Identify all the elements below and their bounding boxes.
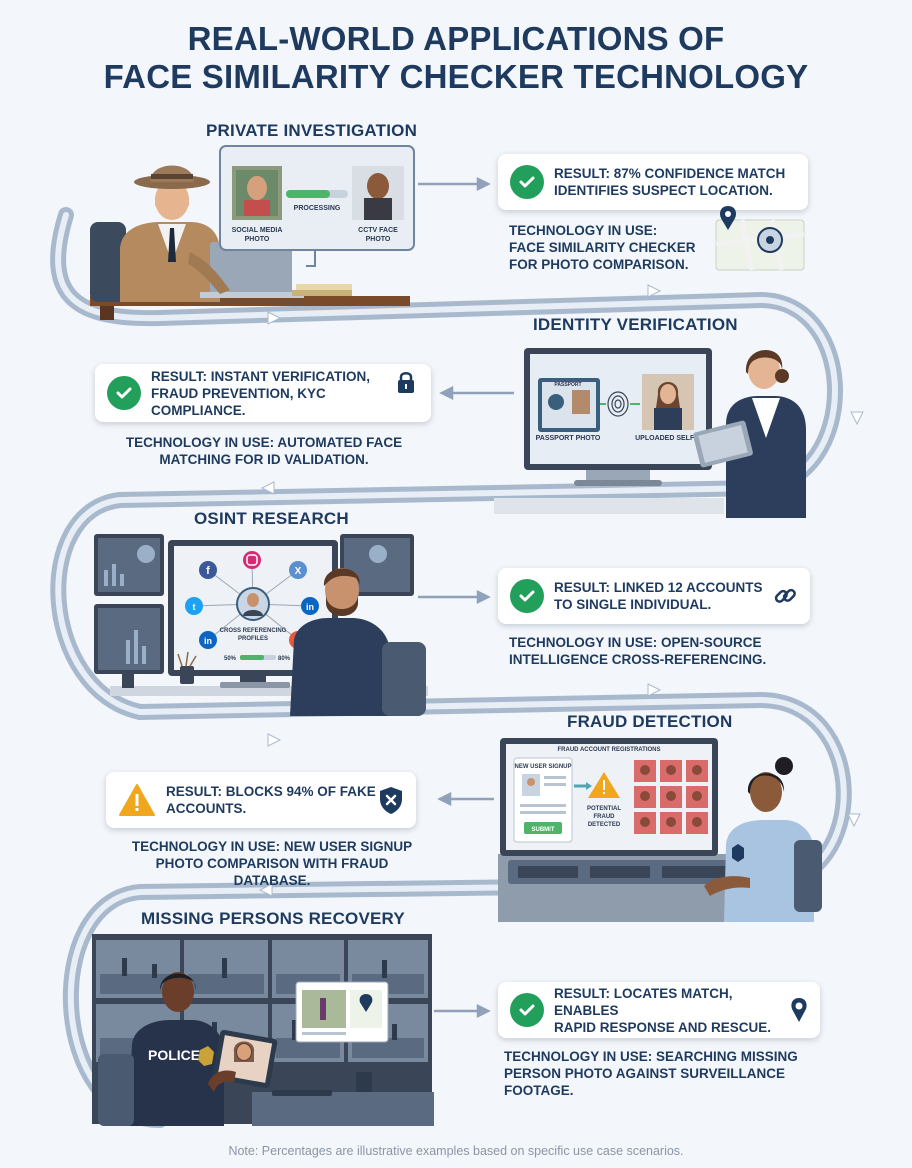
page-title: REAL-WORLD APPLICATIONS OF FACE SIMILARI…	[0, 20, 912, 96]
result-text: RESULT: LOCATES MATCH, ENABLES RAPID RES…	[554, 985, 790, 1036]
section-heading-missing-persons: MISSING PERSONS RECOVERY	[141, 909, 405, 928]
section-heading-fraud-detection: FRAUD DETECTION	[567, 712, 733, 731]
result-card-private-investigation: RESULT: 87% CONFIDENCE MATCH IDENTIFIES …	[498, 154, 808, 210]
tech-line: TECHNOLOGY IN USE: SEARCHING MISSING	[504, 1049, 798, 1064]
tech-line: TECHNOLOGY IN USE: AUTOMATED FACE	[125, 435, 403, 450]
private-investigation-scene: PROCESSING SOCIAL MEDIA PHOTO CCTV FACE …	[90, 145, 415, 320]
tech-line: PHOTO COMPARISON WITH FRAUD DATABASE.	[155, 856, 389, 888]
tech-line: PERSON PHOTO AGAINST SURVEILLANCE	[504, 1066, 786, 1081]
result-text: RESULT: INSTANT VERIFICATION, FRAUD PREV…	[151, 368, 419, 419]
path-arrow	[647, 284, 662, 298]
path-arrow	[647, 683, 662, 697]
check-icon	[510, 993, 544, 1027]
result-line: RESULT: LOCATES MATCH, ENABLES	[554, 985, 733, 1018]
section-heading-osint-research: OSINT RESEARCH	[194, 509, 349, 528]
tech-line: TECHNOLOGY IN USE: NEW USER SIGNUP	[131, 839, 413, 854]
result-text: RESULT: 87% CONFIDENCE MATCH IDENTIFIES …	[554, 165, 796, 199]
link-icon	[774, 588, 796, 603]
fraud-alert-line-1: POTENTIAL	[587, 806, 621, 812]
warning-icon	[118, 783, 156, 817]
processing-caption: PROCESSING	[294, 205, 341, 212]
social-media-caption-2: PHOTO	[245, 236, 270, 243]
submit-button-label: SUBMIT	[532, 827, 555, 833]
result-card-identity-verification: RESULT: INSTANT VERIFICATION, FRAUD PREV…	[95, 364, 431, 422]
tech-text-osint-research: TECHNOLOGY IN USE: OPEN-SOURCE INTELLIGE…	[509, 634, 766, 668]
result-line: RESULT: BLOCKS 94% OF FAKE	[166, 784, 376, 799]
social-media-caption-1: SOCIAL MEDIA	[232, 227, 283, 234]
osint-research-scene: f X t in in CROSS REFERENCING PROFILES 5…	[94, 534, 428, 716]
shield-x-icon	[380, 787, 402, 814]
result-card-fraud-detection: RESULT: BLOCKS 94% OF FAKE ACCOUNTS.	[106, 772, 416, 828]
svg-text:X: X	[295, 566, 302, 577]
progress-left-label: 50%	[224, 656, 237, 662]
tech-line: FOR PHOTO COMPARISON.	[509, 257, 689, 272]
identity-verification-scene: PASSPORT PASSPORT PHOTO UPLOADED SELFIE	[494, 348, 806, 518]
fraud-detection-scene: FRAUD ACCOUNT REGISTRATIONS NEW USER SIG…	[498, 738, 822, 922]
tech-line: FACE SIMILARITY CHECKER	[509, 240, 696, 255]
passport-photo-caption: PASSPORT PHOTO	[536, 435, 601, 442]
tech-line: TECHNOLOGY IN USE: OPEN-SOURCE	[509, 635, 762, 650]
tech-line: MATCHING FOR ID VALIDATION.	[159, 452, 369, 467]
svg-text:f: f	[206, 565, 210, 577]
fraud-screen-header: FRAUD ACCOUNT REGISTRATIONS	[558, 747, 661, 753]
result-text: RESULT: BLOCKS 94% OF FAKE ACCOUNTS.	[166, 783, 378, 817]
path-arrow	[847, 813, 861, 828]
path-arrow	[260, 481, 275, 495]
result-line: IDENTIFIES SUSPECT LOCATION.	[554, 183, 773, 198]
fraud-alert-line-3: DETECTED	[588, 822, 621, 828]
title-line-1: REAL-WORLD APPLICATIONS OF	[187, 20, 725, 57]
footnote: Note: Percentages are illustrative examp…	[228, 1144, 684, 1158]
check-icon	[107, 376, 141, 410]
tech-text-private-investigation: TECHNOLOGY IN USE: FACE SIMILARITY CHECK…	[509, 222, 696, 273]
path-arrow	[850, 411, 864, 426]
police-vest-label: POLICE	[148, 1047, 200, 1063]
tech-line: INTELLIGENCE CROSS-REFERENCING.	[509, 652, 767, 667]
tech-text-fraud-detection: TECHNOLOGY IN USE: NEW USER SIGNUP PHOTO…	[124, 838, 420, 889]
cctv-caption-2: PHOTO	[366, 236, 391, 243]
result-line: FRAUD PREVENTION, KYC COMPLIANCE.	[151, 385, 326, 418]
cross-referencing-caption-1: CROSS REFERENCING	[220, 628, 287, 634]
missing-persons-scene: POLICE	[92, 934, 434, 1126]
cross-referencing-caption-2: PROFILES	[238, 636, 268, 642]
path-arrow	[267, 733, 282, 747]
result-line: RAPID RESPONSE AND RESCUE.	[554, 1019, 772, 1035]
map-pin-icon	[791, 998, 807, 1022]
svg-text:in: in	[204, 636, 212, 646]
result-line: ACCOUNTS.	[166, 801, 247, 816]
section-heading-identity-verification: IDENTITY VERIFICATION	[533, 315, 738, 334]
fraud-alert-line-2: FRAUD	[594, 814, 616, 820]
cctv-caption-1: CCTV FACE	[358, 227, 398, 234]
progress-right-label: 80%	[278, 656, 291, 662]
result-card-osint-research: RESULT: LINKED 12 ACCOUNTS TO SINGLE IND…	[498, 568, 810, 624]
new-user-signup-label: NEW USER SIGNUP	[514, 764, 571, 770]
svg-text:in: in	[306, 602, 314, 612]
section-heading-private-investigation: PRIVATE INVESTIGATION	[206, 121, 418, 140]
path-arrow	[267, 311, 282, 325]
result-card-missing-persons: RESULT: LOCATES MATCH, ENABLES RAPID RES…	[498, 982, 820, 1038]
lock-icon	[398, 372, 414, 393]
selfie-caption: UPLOADED SELFIE	[635, 435, 701, 442]
result-line: RESULT: 87% CONFIDENCE MATCH	[554, 166, 786, 181]
map-pin-icon	[715, 206, 805, 271]
result-line: TO SINGLE INDIVIDUAL.	[554, 597, 712, 612]
svg-text:t: t	[193, 602, 196, 612]
path-arrow	[258, 883, 273, 897]
result-text: RESULT: LINKED 12 ACCOUNTS TO SINGLE IND…	[554, 579, 772, 613]
passport-doc-label: PASSPORT	[554, 382, 581, 388]
check-icon	[510, 165, 544, 199]
tech-text-identity-verification: TECHNOLOGY IN USE: AUTOMATED FACE MATCHI…	[122, 434, 406, 468]
result-line: RESULT: INSTANT VERIFICATION,	[151, 368, 370, 384]
tech-line: TECHNOLOGY IN USE:	[509, 223, 658, 238]
tech-text-missing-persons: TECHNOLOGY IN USE: SEARCHING MISSING PER…	[504, 1048, 798, 1099]
title-line-2: FACE SIMILARITY CHECKER TECHNOLOGY	[103, 58, 809, 95]
check-icon	[510, 579, 544, 613]
result-line: RESULT: LINKED 12 ACCOUNTS	[554, 580, 763, 595]
tech-line: FOOTAGE.	[504, 1083, 574, 1098]
